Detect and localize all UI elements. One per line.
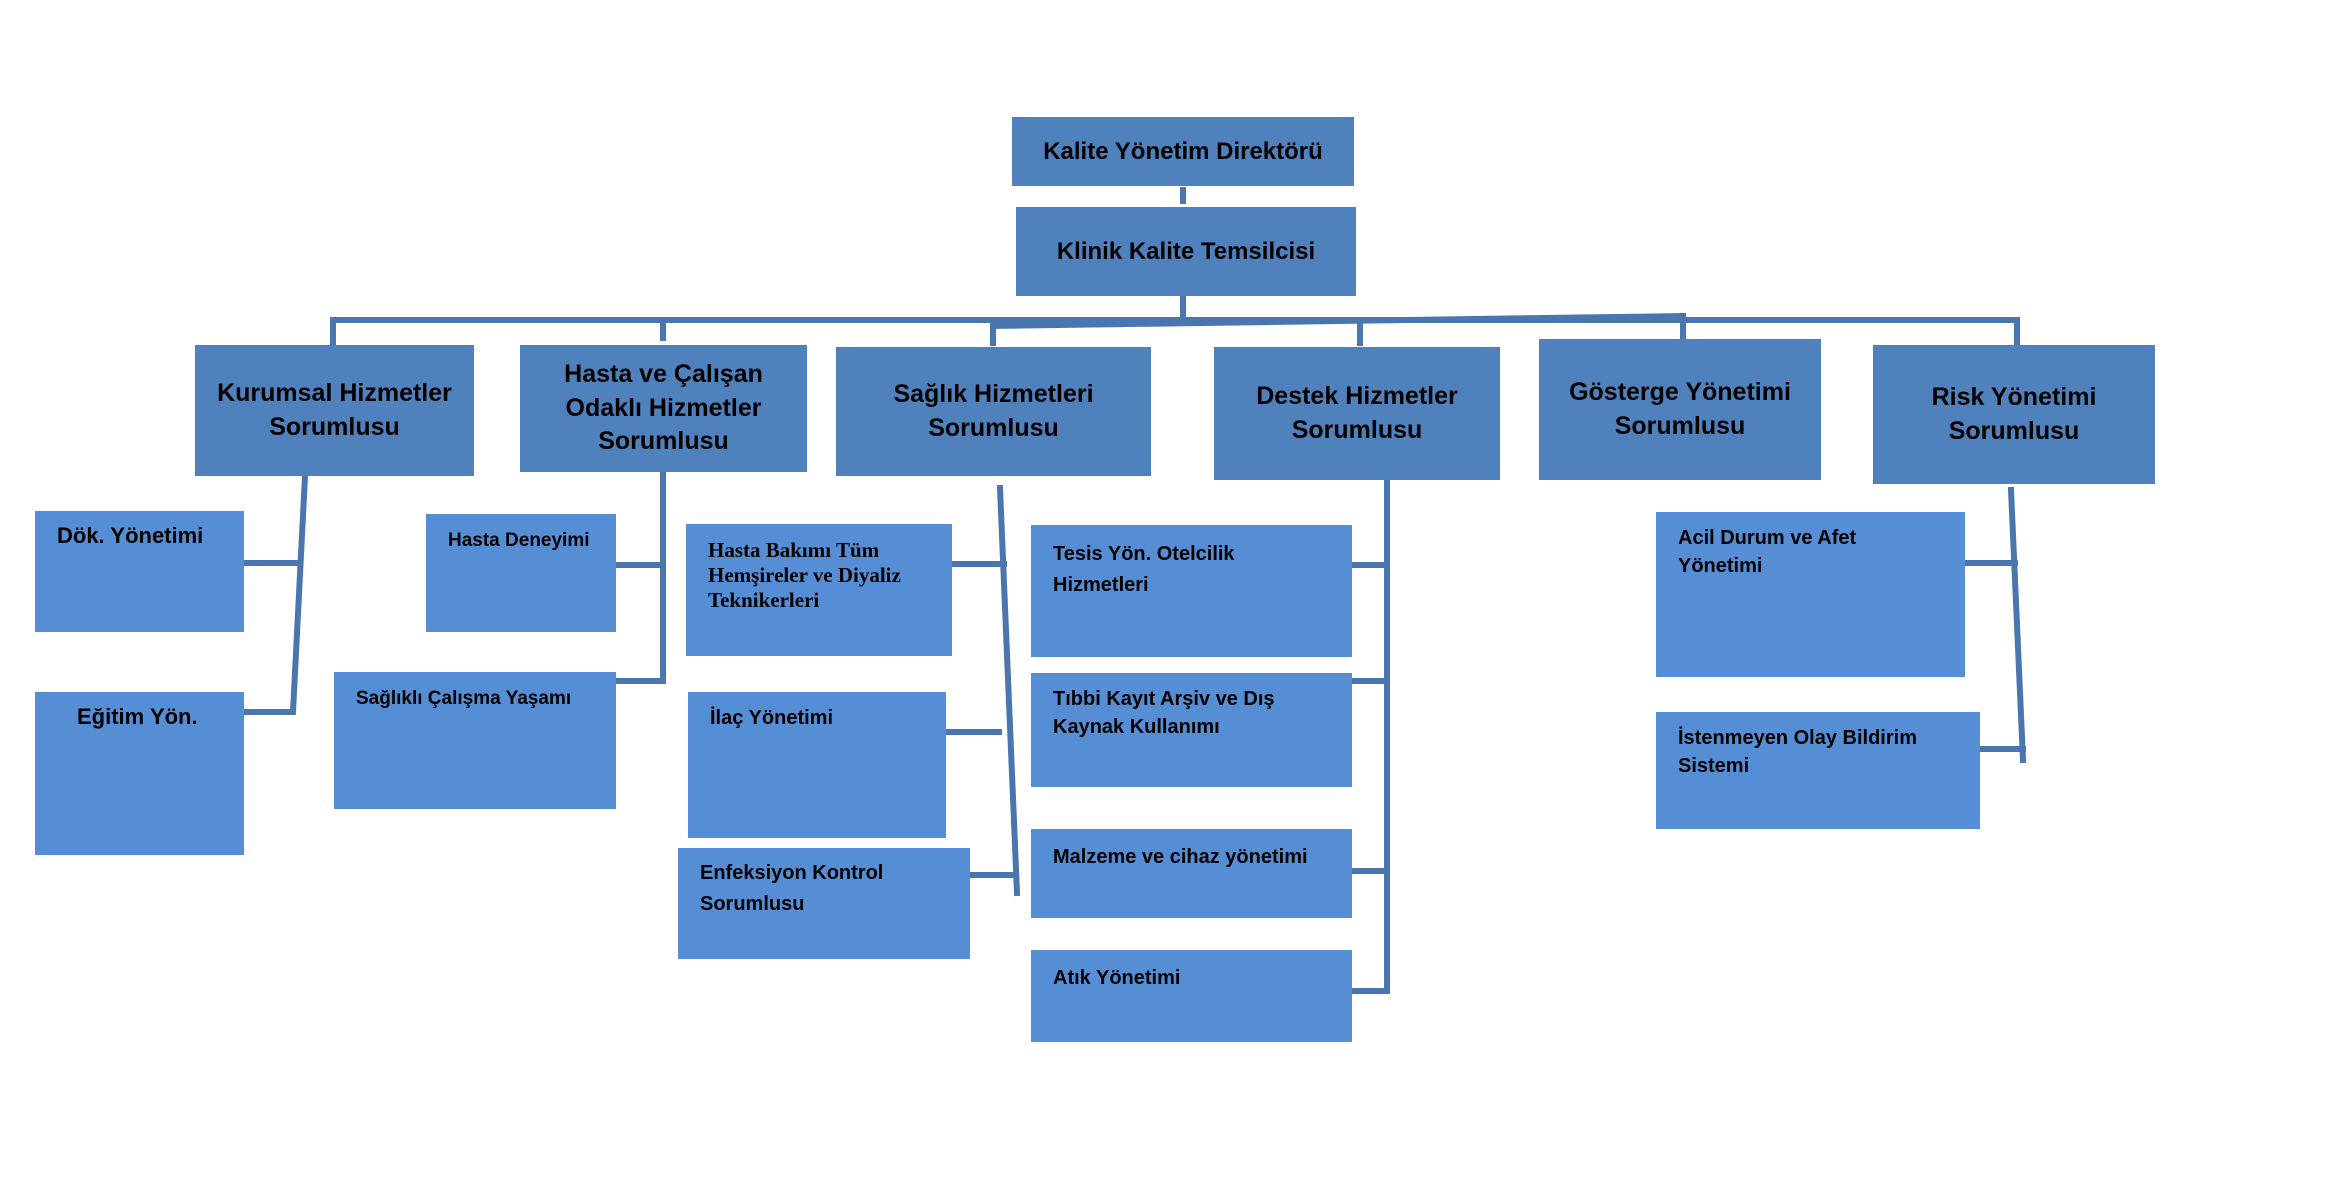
item-hasta-deneyimi: Hasta Deneyimi	[426, 514, 616, 632]
item-saglikli-calisma-yasami: Sağlıklı Çalışma Yaşamı	[334, 672, 616, 809]
item-tesis-otelcilik: Tesis Yön. Otelcilik Hizmetleri	[1031, 525, 1352, 657]
root-director-label: Kalite Yönetim Direktörü	[1043, 137, 1323, 165]
item-tibbi-kayit-arsiv: Tıbbi Kayıt Arşiv ve Dış Kaynak Kullanım…	[1031, 673, 1352, 787]
item-atik-yonetimi: Atık Yönetimi	[1031, 950, 1352, 1042]
group-head-hasta-calisan: Hasta ve Çalışan Odaklı Hizmetler Soruml…	[520, 345, 807, 472]
group-head-kurumsal: Kurumsal Hizmetler Sorumlusu	[195, 345, 474, 476]
item-hasta-bakimi: Hasta Bakımı Tüm Hemşireler ve Diyaliz T…	[686, 524, 952, 656]
item-istenmeyen-olay: İstenmeyen Olay Bildirim Sistemi	[1656, 712, 1980, 829]
group-head-saglik-hizmetleri: Sağlık Hizmetleri Sorumlusu	[836, 347, 1151, 476]
item-egitim-yon: Eğitim Yön.	[35, 692, 244, 855]
clinical-quality-rep-box: Klinik Kalite Temsilcisi	[1016, 207, 1356, 296]
group-head-risk: Risk Yönetimi Sorumlusu	[1873, 345, 2155, 484]
root-director-box: Kalite Yönetim Direktörü	[1012, 117, 1354, 186]
item-dok-yonetimi: Dök. Yönetimi	[35, 511, 244, 632]
group-head-destek-hizmetler: Destek Hizmetler Sorumlusu	[1214, 347, 1500, 480]
group-head-gosterge: Gösterge Yönetimi Sorumlusu	[1539, 339, 1821, 480]
item-acil-durum-afet: Acil Durum ve Afet Yönetimi	[1656, 512, 1965, 677]
clinical-quality-rep-label: Klinik Kalite Temsilcisi	[1056, 237, 1316, 265]
item-ilac-yonetimi: İlaç Yönetimi	[688, 692, 946, 838]
item-enfeksiyon-kontrol: Enfeksiyon Kontrol Sorumlusu	[678, 848, 970, 959]
item-malzeme-cihaz: Malzeme ve cihaz yönetimi	[1031, 829, 1352, 918]
